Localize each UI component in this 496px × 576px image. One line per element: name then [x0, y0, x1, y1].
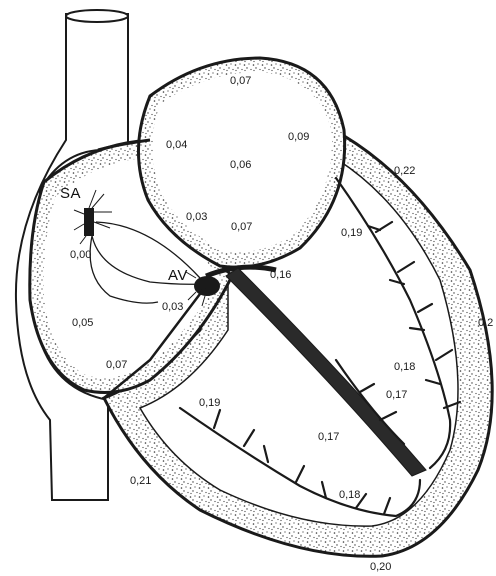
time-label: 0,22	[394, 166, 415, 177]
time-label: 0,06	[230, 160, 251, 171]
sa-time-label: 0,00	[70, 250, 91, 261]
time-label: 0,18	[394, 362, 415, 373]
time-label: 0,04	[166, 140, 187, 151]
time-label: 0,03	[186, 212, 207, 223]
av-node-label: AV	[168, 268, 188, 283]
time-label: 0,16	[270, 270, 291, 281]
time-label: 0,07	[106, 360, 127, 371]
time-label: 0,19	[341, 228, 362, 239]
time-label: 0,07	[231, 222, 252, 233]
av-time-label: 0,03	[162, 302, 183, 313]
sa-node-label: SA	[60, 186, 81, 201]
time-label: 0,09	[288, 132, 309, 143]
time-label: 0,17	[318, 432, 339, 443]
time-label: 0,05	[72, 318, 93, 329]
time-label: 0,18	[339, 490, 360, 501]
time-label: 0,19	[199, 398, 220, 409]
time-label: 0,21	[130, 476, 151, 487]
time-label: 0,07	[230, 76, 251, 87]
time-label: 0,17	[386, 390, 407, 401]
time-label: 0,2	[478, 318, 493, 329]
time-label: 0,20	[370, 562, 391, 573]
